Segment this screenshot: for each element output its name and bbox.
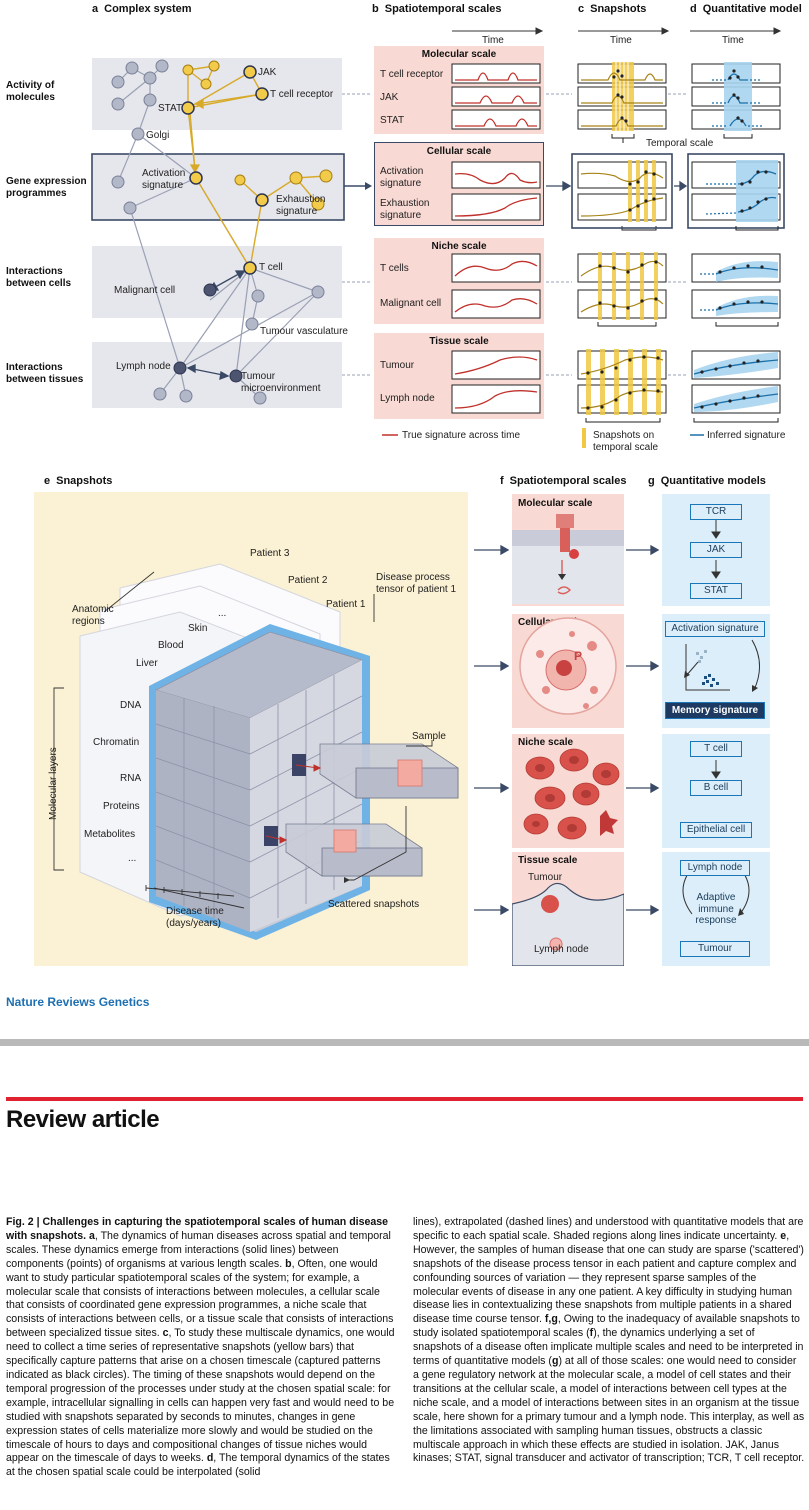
node-stat: STAT	[158, 103, 183, 114]
node-malignant: Malignant cell	[114, 285, 176, 296]
legend-inferred-signature: Inferred signature	[707, 430, 786, 441]
caption-right-column: lines), extrapolated (dashed lines) and …	[413, 1216, 805, 1466]
node-golgi: Golgi	[146, 130, 170, 141]
panel-a-diagram	[91, 58, 372, 408]
node-vasculature: Tumour vasculature	[260, 326, 348, 337]
b-tissue-title: Tissue scale	[429, 336, 489, 347]
label-scattered-snapshots: Scattered snapshots	[328, 899, 420, 910]
f-molecular-title: Molecular scale	[518, 498, 593, 509]
g-memory-signature: Memory signature	[665, 702, 765, 719]
node-exhaustion: Exhaustion signature	[276, 194, 326, 217]
label-layer-chromatin: Chromatin	[93, 737, 140, 748]
node-tme: Tumour microenvironment	[241, 371, 321, 394]
b-row-tumour: Tumour	[380, 360, 415, 371]
label-layer-dna: DNA	[120, 700, 142, 711]
node-tcr: T cell receptor	[270, 89, 334, 100]
label-region-blood: Blood	[158, 640, 184, 651]
label-patient-2: Patient 2	[288, 575, 328, 586]
section-rule	[6, 1097, 803, 1101]
label-disease-time: Disease time (days/years)	[166, 906, 224, 929]
c-time-label: Time	[610, 35, 632, 46]
b-time-label: Time	[482, 35, 504, 46]
g-adaptive-response: Adaptive immune response	[695, 892, 737, 926]
caption-left-column: Fig. 2 | Challenges in capturing the spa…	[6, 1216, 398, 1480]
page-divider	[0, 1039, 809, 1046]
b-row-exhaustion: Exhaustion signature	[380, 198, 430, 221]
row-label-cells: Interactions between cells	[6, 266, 72, 289]
temporal-scale-label: Temporal scale	[646, 138, 714, 149]
row-label-molecules: Activity of molecules	[6, 80, 55, 103]
caption-right: lines), extrapolated (dashed lines) and …	[413, 1216, 805, 1465]
label-sample: Sample	[412, 731, 446, 742]
b-row-activation: Activation signature	[380, 166, 424, 189]
g-activation-signature: Activation signature	[665, 621, 765, 637]
label-molecular-layers: Molecular layers	[48, 747, 59, 820]
legend-snapshots: Snapshots on temporal scale	[593, 430, 659, 453]
node-jak: JAK	[258, 67, 277, 78]
label-patient-3: Patient 3	[250, 548, 290, 559]
g-bcell: B cell	[690, 780, 742, 796]
section-title: Review article	[6, 1106, 160, 1133]
flow-arrows	[474, 544, 660, 916]
row-label-gene-expression: Gene expression programmes	[6, 176, 87, 199]
journal-name: Nature Reviews Genetics	[6, 995, 150, 1009]
caption-left: Fig. 2 | Challenges in capturing the spa…	[6, 1216, 395, 1479]
f-illustrations	[512, 514, 624, 966]
b-niche-title: Niche scale	[431, 241, 487, 252]
node-lymph: Lymph node	[116, 361, 171, 372]
b-row-malignant: Malignant cell	[380, 298, 442, 309]
g-stat: STAT	[690, 583, 742, 599]
b-row-lymph: Lymph node	[380, 393, 435, 404]
label-anatomic-regions: Anatomic regions	[72, 604, 114, 627]
f-tissue-title: Tissue scale	[518, 855, 578, 866]
label-region-liver: Liver	[136, 658, 158, 669]
g-tcr: TCR	[690, 504, 742, 520]
g-tumour: Tumour	[680, 941, 750, 957]
signal-panels	[382, 27, 785, 448]
node-activation: Activation signature	[142, 168, 186, 191]
b-row-tcells: T cells	[380, 263, 409, 274]
label-layer-rna: RNA	[120, 773, 142, 784]
node-tcell: T cell	[259, 262, 283, 273]
d-time-label: Time	[722, 35, 744, 46]
tensor-diagram	[53, 563, 459, 940]
f-tissue-lymph: Lymph node	[534, 944, 589, 955]
label-layer-more: ...	[128, 853, 137, 864]
f-p-marker: P	[574, 649, 583, 663]
b-row-stat: STAT	[380, 115, 405, 126]
g-epithelial: Epithelial cell	[680, 822, 752, 838]
label-region-skin: Skin	[188, 623, 208, 634]
legend-true-signature: True signature across time	[402, 430, 521, 441]
label-tensor: Disease process tensor of patient 1	[376, 572, 457, 595]
row-label-tissues: Interactions between tissues	[6, 362, 84, 385]
label-layer-proteins: Proteins	[103, 801, 140, 812]
b-molecular-title: Molecular scale	[421, 49, 497, 60]
label-patient-1: Patient 1	[326, 599, 366, 610]
g-jak: JAK	[690, 542, 742, 558]
b-row-tcr: T cell receptor	[380, 69, 444, 80]
g-tcell: T cell	[690, 741, 742, 757]
label-layer-metabolites: Metabolites	[84, 829, 136, 840]
b-cellular-title: Cellular scale	[426, 146, 492, 157]
g-lymph-node: Lymph node	[680, 860, 750, 876]
f-niche-title: Niche scale	[518, 737, 574, 748]
label-region-more: ...	[218, 608, 227, 619]
b-row-jak: JAK	[380, 92, 399, 103]
f-tissue-tumour: Tumour	[528, 872, 563, 883]
